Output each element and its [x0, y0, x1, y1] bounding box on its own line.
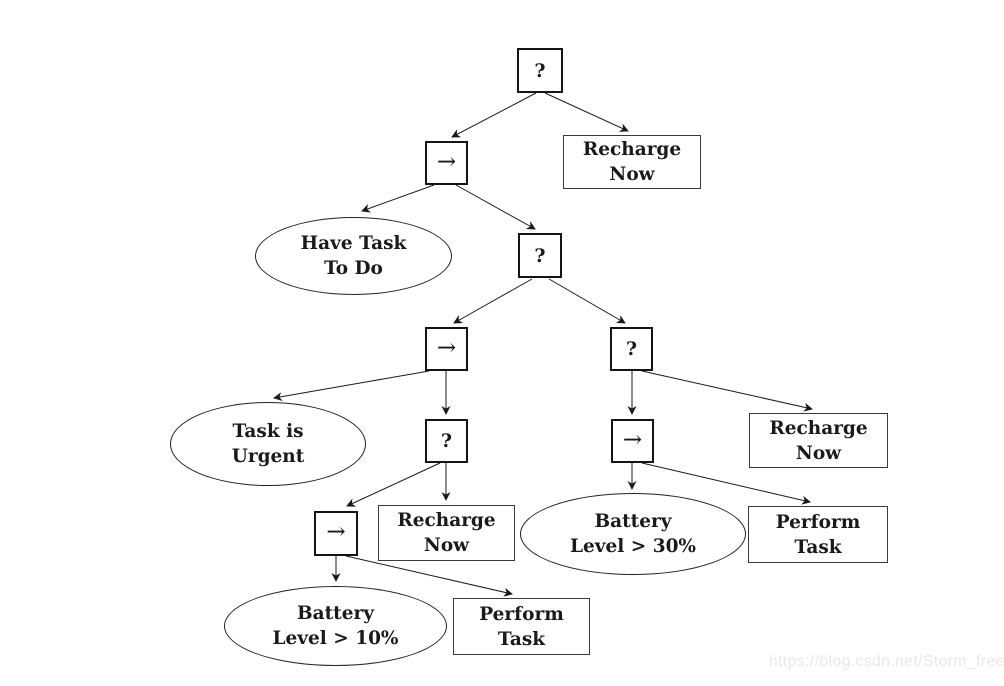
action-recharge-now-3: Recharge Now	[378, 505, 515, 561]
selector-node-2: ?	[518, 233, 562, 278]
condition-label-line: Battery	[297, 603, 374, 624]
action-label-line: Recharge	[397, 510, 496, 531]
edge-sequence4-to-perform2	[345, 555, 513, 597]
edge-selector3-to-recharge2	[641, 370, 813, 412]
condition-have-task-to-do: Have Task To Do	[255, 217, 452, 295]
action-label-line: Task	[794, 536, 842, 558]
condition-label-line: Task is	[232, 421, 304, 442]
action-perform-task-1: Perform Task	[748, 506, 888, 563]
edge-selector4-to-sequence4	[346, 462, 441, 507]
action-recharge-now-2: Recharge Now	[749, 413, 888, 468]
edge-root-to-sequence1	[451, 92, 537, 138]
sequence-node-3: →	[611, 419, 654, 463]
action-label-line: Perform	[479, 603, 564, 625]
condition-label-line: Battery	[594, 511, 672, 532]
sequence-node-1: →	[425, 141, 468, 185]
condition-label-line: Urgent	[231, 446, 305, 467]
edge-root-to-recharge1	[544, 92, 629, 132]
action-label-line: Recharge	[769, 417, 868, 439]
edge-sequence3-to-perform1	[641, 462, 811, 505]
condition-task-is-urgent: Task is Urgent	[170, 402, 366, 486]
action-perform-task-2: Perform Task	[453, 598, 590, 655]
action-label-line: Perform	[775, 511, 861, 533]
edge-sequence1-to-selector2	[455, 184, 536, 230]
condition-label-line: Level > 30%	[569, 536, 697, 557]
condition-battery-level-30: Battery Level > 30%	[520, 493, 746, 575]
condition-battery-level-10: Battery Level > 10%	[224, 586, 447, 666]
condition-label-line: Have Task	[300, 233, 407, 254]
selector-node-root: ?	[517, 48, 563, 93]
action-label-line: Now	[609, 164, 655, 185]
selector-node-3: ?	[610, 327, 653, 371]
condition-label-line: Level > 10%	[272, 628, 399, 649]
sequence-node-4: →	[314, 511, 358, 556]
action-label-line: Now	[795, 442, 842, 464]
edge-selector2-to-sequence2	[453, 278, 533, 324]
edge-sequence1-to-havetask	[361, 184, 435, 213]
action-label-line: Task	[497, 628, 546, 650]
action-recharge-now-1: Recharge Now	[563, 135, 701, 189]
selector-node-4: ?	[425, 419, 468, 463]
action-label-line: Recharge	[582, 139, 682, 160]
watermark-text: https://blog.csdn.net/Storm_free	[769, 653, 1004, 670]
action-label-line: Now	[423, 535, 470, 556]
sequence-node-2: →	[425, 327, 468, 371]
edge-sequence2-to-taskurgent	[273, 370, 430, 402]
edge-selector2-to-selector3	[548, 278, 626, 324]
condition-label-line: To Do	[324, 258, 383, 279]
